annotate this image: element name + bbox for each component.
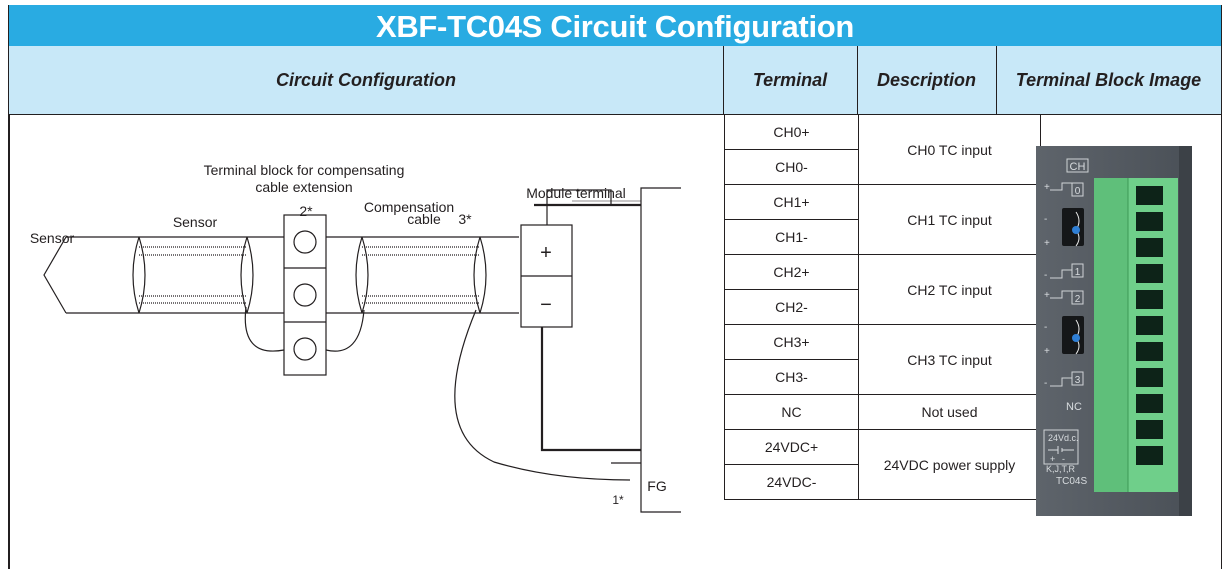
note-marker: 3* [458, 211, 472, 227]
plus-sign: + [540, 242, 552, 264]
tc-types-label: K,J,T,R [1046, 464, 1076, 474]
description-cell: 24VDC power supply [858, 429, 1041, 500]
plus-sign: + [1044, 290, 1050, 301]
terminal-block-label: cable extension [255, 179, 352, 195]
screw-terminal [293, 337, 317, 361]
description-cell: CH3 TC input [858, 324, 1041, 395]
terminal-cell: 24VDC- [724, 464, 859, 500]
page-title: XBF-TC04S Circuit Configuration [9, 5, 1221, 47]
ch-label: CH [1070, 161, 1086, 173]
description-cell: CH0 TC input [858, 114, 1041, 185]
table-header-row: Circuit Configuration Terminal Descripti… [9, 46, 1221, 115]
sensor-cable-end [246, 236, 254, 314]
terminal-cell: CH0+ [724, 114, 859, 150]
ground-wire [454, 309, 631, 481]
header-terminal: Terminal [752, 70, 828, 90]
terminal-cell: CH3+ [724, 324, 859, 360]
table-row: CH3- [724, 359, 1041, 395]
screw-terminal [293, 230, 317, 254]
terminal-cell: NC [724, 394, 859, 430]
terminal-cell: CH1+ [724, 184, 859, 220]
screw-terminal [293, 283, 317, 307]
minus-sign: - [1044, 322, 1047, 333]
table-row: 24VDC- [724, 464, 1041, 500]
note-marker: 2* [299, 203, 313, 219]
sensor-cable-end [138, 236, 146, 314]
sensor-cable-end [240, 236, 248, 314]
table-row: CH3+ CH3 TC input [724, 324, 1041, 395]
header-divider [857, 46, 858, 114]
terminal-block-label: Terminal block for compensating [204, 162, 405, 178]
module-block [640, 187, 681, 513]
table-row: CH0- [724, 149, 1041, 185]
table-row: CH1+ CH1 TC input [724, 184, 1041, 255]
description-cell: CH2 TC input [858, 254, 1041, 325]
sensor-label: Sensor [30, 230, 75, 246]
plus-sign: + [1044, 238, 1050, 249]
plus-sign: + [1044, 346, 1050, 357]
fg-label: FG [647, 478, 666, 494]
circuit-diagram: Sensor Sensor Terminal block for compens… [30, 162, 681, 513]
header-divider [723, 46, 724, 114]
channel-number: 2 [1075, 294, 1081, 305]
description-cell: Not used [858, 394, 1041, 430]
plus-sign: + [1050, 454, 1055, 464]
terminal-block-image: CH 0 1 2 3 + - + - + - + - NC 24Vd.c. + … [1036, 146, 1192, 516]
header-terminal-block-image: Terminal Block Image [1015, 70, 1202, 90]
plus-sign: + [1044, 182, 1050, 193]
compensation-cable-label: cable [407, 211, 441, 227]
document-frame [8, 5, 1222, 569]
power-label: 24Vd.c. [1048, 433, 1079, 443]
thermocouple-icon [1062, 208, 1084, 247]
channel-number: 3 [1075, 375, 1081, 386]
header-description: Description [876, 70, 977, 90]
extension-terminal-block [283, 214, 327, 376]
nc-label: NC [1066, 401, 1082, 413]
minus-sign: - [1062, 454, 1065, 464]
channel-number: 0 [1075, 186, 1081, 197]
note-marker: 1* [612, 493, 624, 507]
model-label: TC04S [1056, 476, 1087, 487]
channel-number: 1 [1075, 267, 1081, 278]
minus-sign: − [540, 294, 552, 316]
sensor-cable-end [132, 236, 140, 314]
connector-slots [1136, 186, 1163, 465]
sensor-probe-tip [43, 236, 67, 314]
sensor-label: Sensor [173, 214, 218, 230]
shield-wire [244, 306, 285, 352]
module-terminal-label: Module terminal [526, 185, 626, 201]
minus-sign: - [1044, 270, 1047, 281]
terminal-cell: CH0- [724, 149, 859, 185]
thermocouple-icon [1062, 316, 1084, 355]
terminal-cell: CH3- [724, 359, 859, 395]
terminal-cell: CH1- [724, 219, 859, 255]
terminal-cell: CH2- [724, 289, 859, 325]
terminal-table: CH0+ CH0 TC input CH0- CH1+ CH1 TC input… [724, 114, 1041, 500]
minus-sign: - [1044, 378, 1047, 389]
terminal-cell: 24VDC+ [724, 429, 859, 465]
header-circuit-configuration: Circuit Configuration [276, 70, 456, 90]
table-row: CH2- [724, 289, 1041, 325]
table-row: 24VDC+ 24VDC power supply [724, 429, 1041, 500]
table-row: NC Not used [724, 394, 1041, 430]
description-cell: CH1 TC input [858, 184, 1041, 255]
shield-wire [325, 309, 365, 352]
minus-sign: - [1044, 214, 1047, 225]
table-row: CH2+ CH2 TC input [724, 254, 1041, 325]
terminal-cell: CH2+ [724, 254, 859, 290]
table-row: CH0+ CH0 TC input [724, 114, 1041, 185]
compensation-cable-label: Compensation [364, 199, 454, 215]
header-divider [996, 46, 997, 114]
